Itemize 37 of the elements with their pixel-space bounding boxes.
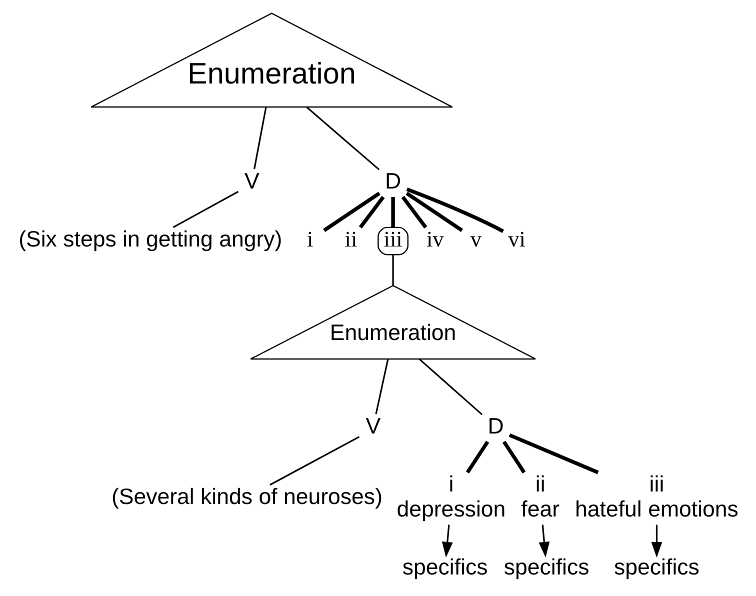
connector: [502, 440, 526, 474]
node-text: v: [470, 226, 482, 252]
connector: [392, 254, 394, 286]
connector: [253, 107, 266, 170]
connector: [322, 192, 380, 232]
node-text: vi: [508, 226, 526, 252]
node-text: D: [487, 413, 504, 438]
node-text: V: [365, 413, 380, 438]
arrow: [650, 524, 662, 558]
connector: [405, 192, 463, 232]
connector: [374, 359, 388, 414]
connector: [400, 196, 427, 228]
node-text: ii: [344, 226, 357, 252]
arrow: [538, 524, 550, 558]
connector: [390, 197, 394, 228]
node-text: (Several kinds of neuroses): [110, 484, 382, 509]
connector: [172, 190, 238, 228]
node-text: iv: [426, 226, 444, 252]
node-text: i depression: [396, 472, 506, 522]
connector: [508, 433, 598, 474]
connector: [358, 196, 384, 228]
node-text: specifics: [503, 554, 589, 580]
connector: [465, 440, 489, 474]
connector: [406, 188, 504, 234]
node-text: (Six steps in getting angry): [18, 226, 282, 252]
node-text: ii fear: [520, 472, 560, 522]
node-text: i: [306, 226, 313, 252]
node-box: iii: [377, 226, 408, 256]
node-text: V: [244, 168, 259, 194]
arrow: [441, 524, 452, 558]
connector: [269, 436, 360, 486]
node-text: specifics: [614, 554, 699, 580]
connector: [418, 358, 482, 416]
connector: [306, 106, 380, 170]
node-text: D: [384, 168, 401, 194]
node-text: iii hateful emotions: [574, 472, 738, 522]
node-text: specifics: [402, 554, 488, 580]
